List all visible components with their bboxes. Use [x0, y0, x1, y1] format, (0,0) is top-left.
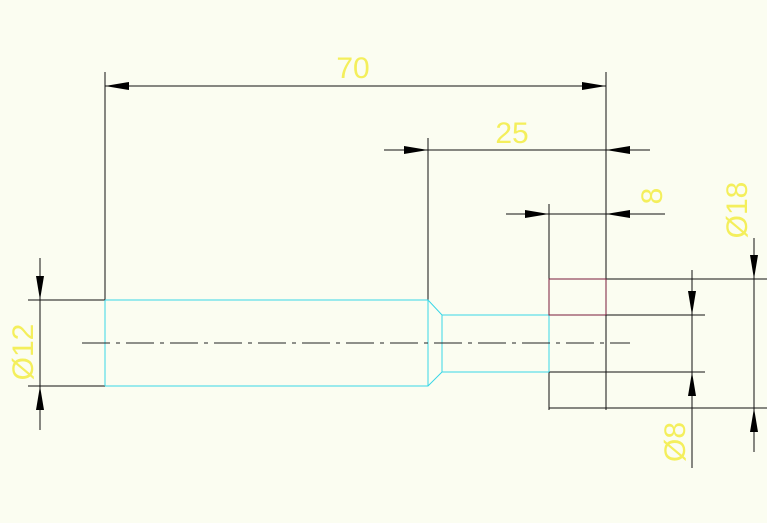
arrowhead-bottom-18 — [750, 408, 758, 432]
arrowhead-right-8 — [606, 210, 630, 218]
dimension-text-70: 70 — [336, 52, 369, 85]
dimension-25: 25 — [384, 117, 650, 300]
reference-box — [548, 278, 607, 316]
shaft-top-edge — [105, 299, 549, 316]
dimension-text-25: 25 — [495, 117, 528, 150]
arrowhead-bottom-12 — [36, 386, 44, 410]
arrowhead-top-18 — [750, 255, 758, 279]
dimension-text-8: 8 — [636, 188, 669, 205]
arrowhead-top-12 — [36, 276, 44, 300]
arrowhead-right-25 — [606, 146, 630, 154]
arrowhead-left-25 — [404, 146, 428, 154]
arrowhead-left-8 — [525, 210, 549, 218]
arrowhead-left-70 — [105, 82, 129, 90]
shaft-outline — [104, 299, 550, 387]
shaft-bottom-edge — [105, 371, 549, 387]
dimension-text-diameter-18: Ø18 — [721, 182, 754, 239]
dimension-text-diameter-8: Ø8 — [659, 422, 692, 462]
arrowhead-bottom-diameter-8 — [688, 372, 696, 396]
arrowhead-right-70 — [582, 82, 606, 90]
arrowhead-top-diameter-8 — [688, 291, 696, 315]
dimension-text-diameter-12: Ø12 — [7, 324, 40, 381]
